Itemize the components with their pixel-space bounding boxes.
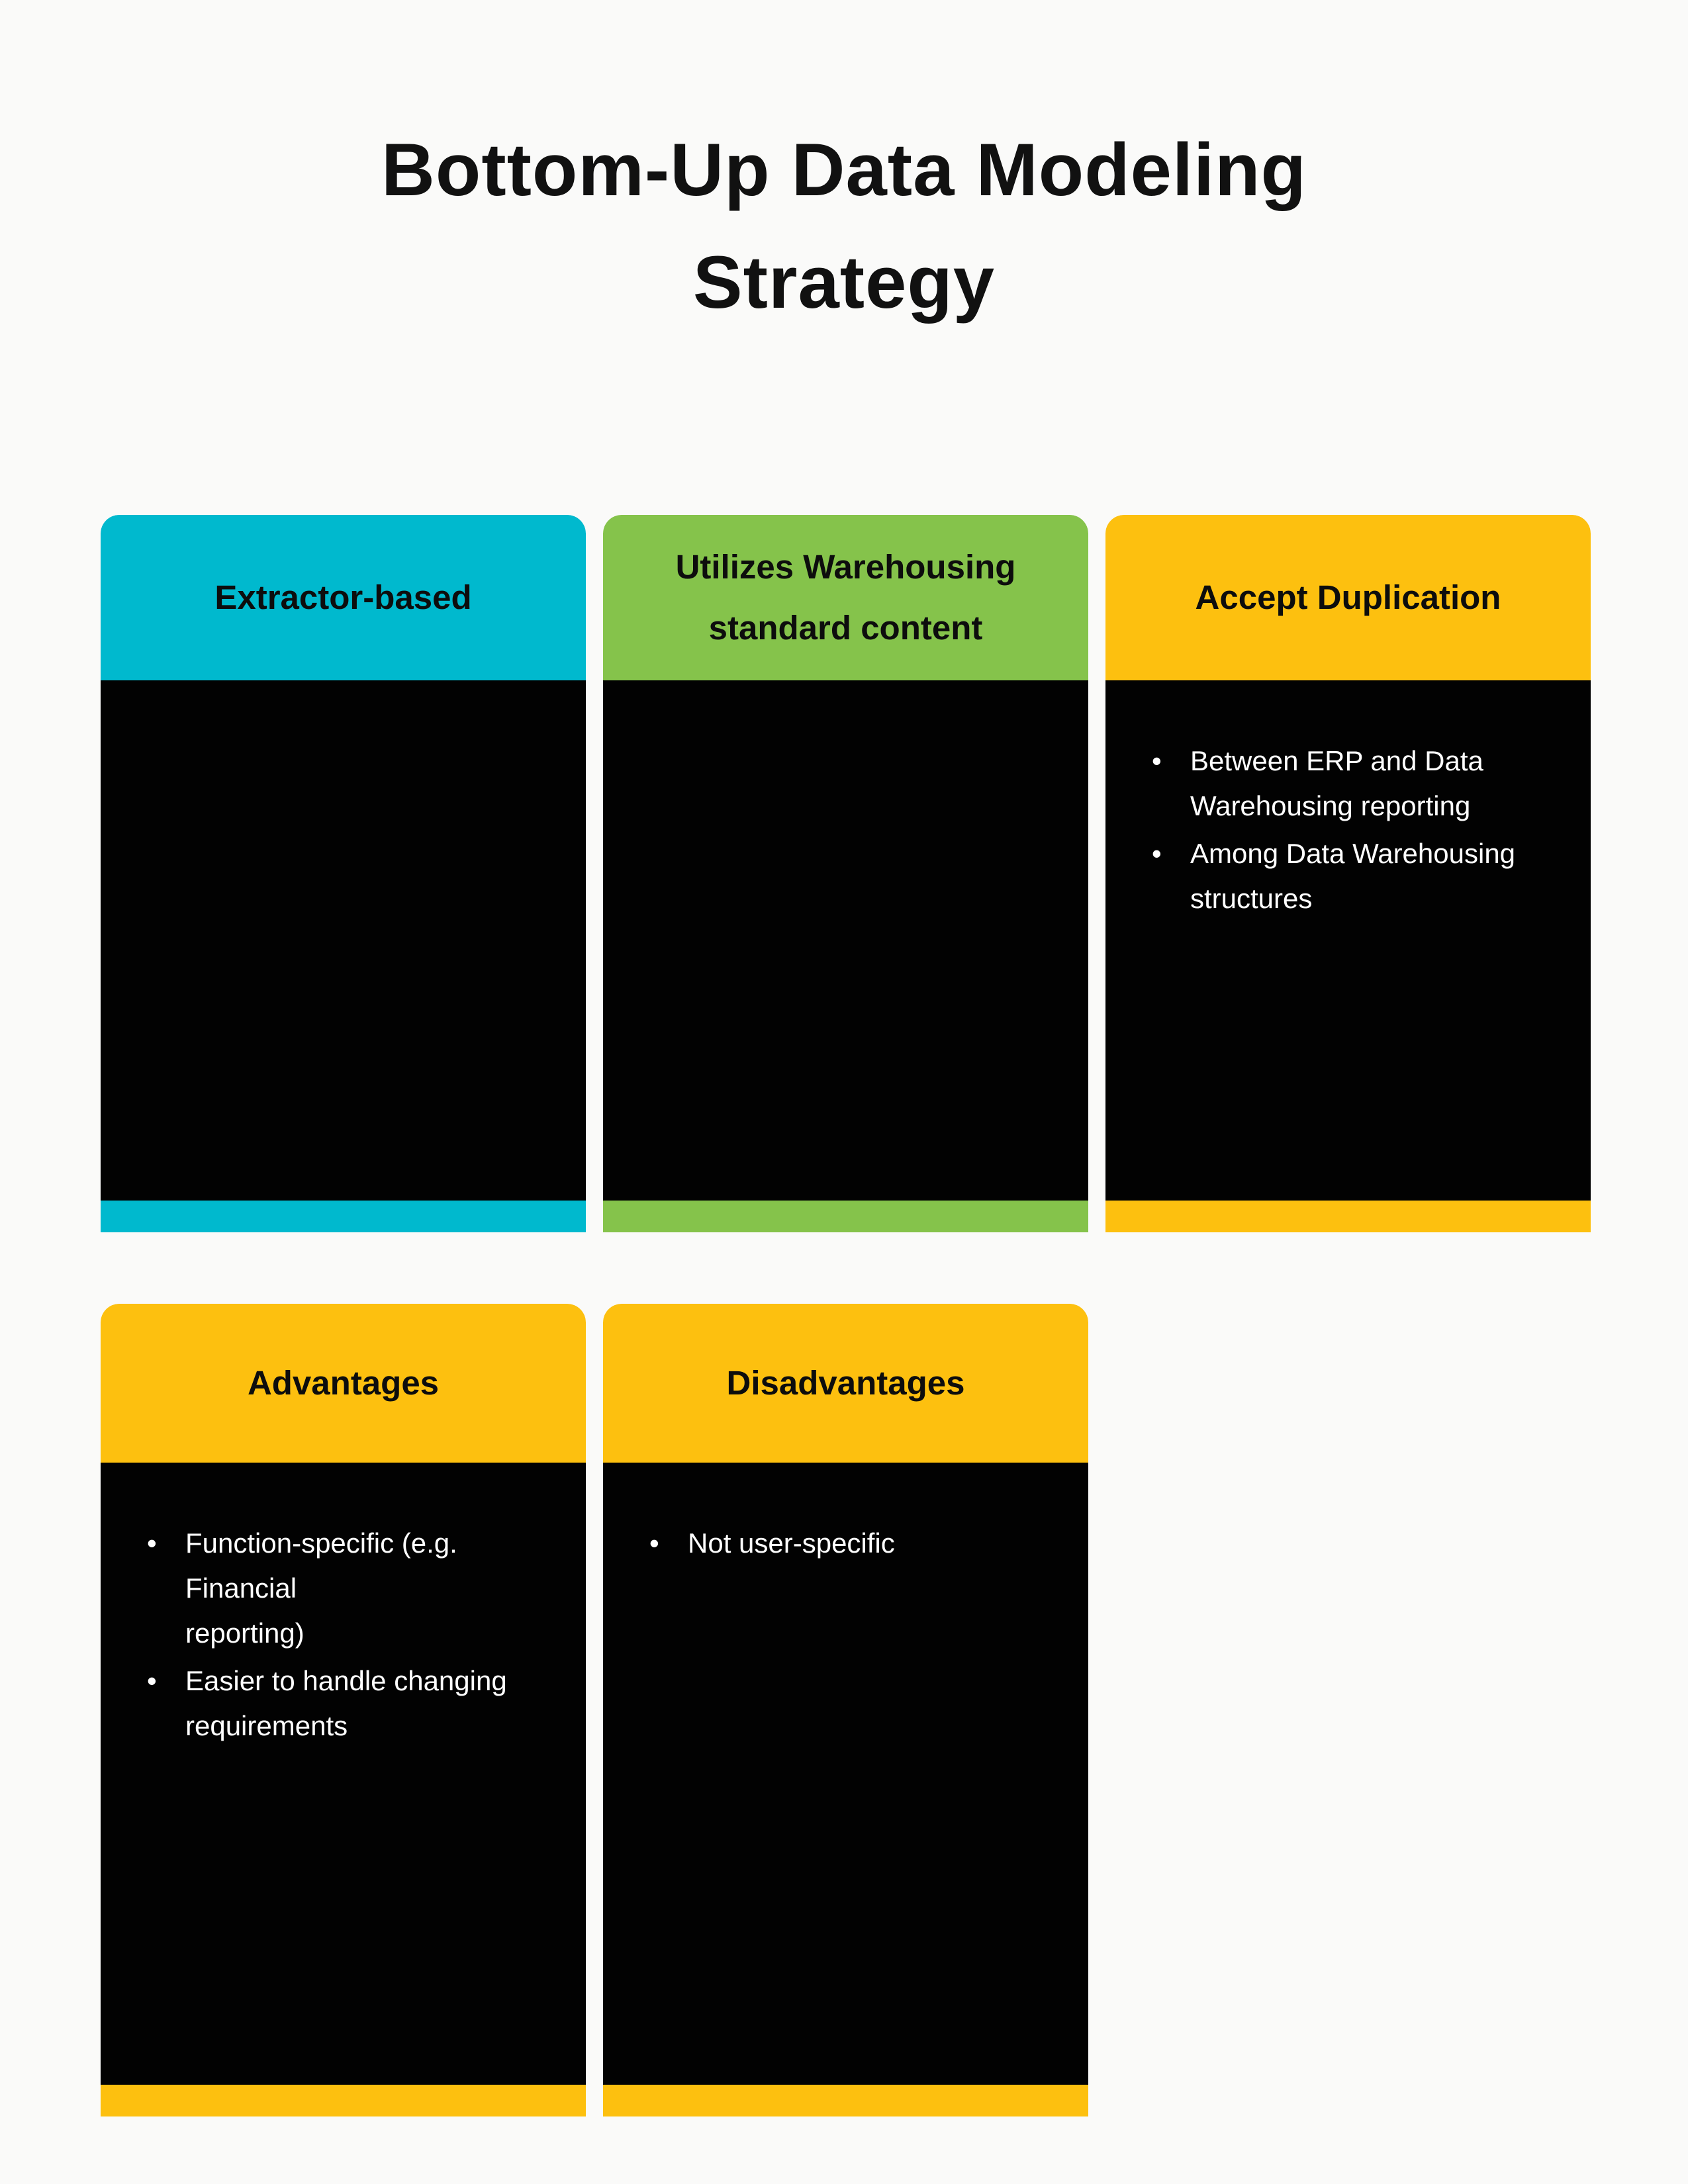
card-body <box>603 680 1088 1201</box>
card-header: Advantages <box>101 1304 586 1463</box>
card-accent-strip <box>101 1201 586 1232</box>
card-disadvantages: Disadvantages Not user-specific <box>603 1304 1088 2116</box>
card-title: Disadvantages <box>726 1364 965 1402</box>
bullet-list: Function-specific (e.g. Financial report… <box>138 1521 570 1749</box>
card-title: Advantages <box>247 1364 440 1402</box>
card-header: Accept Duplication <box>1105 515 1591 680</box>
bullet-item: Among Data Warehousing structures <box>1143 831 1575 921</box>
card-utilizes-warehousing-standard-content: Utilizes Warehousing standard content <box>603 515 1088 1232</box>
card-accent-strip <box>101 2085 586 2116</box>
card-title: Accept Duplication <box>1195 578 1501 617</box>
card-accent-strip <box>603 1201 1088 1232</box>
card-advantages: Advantages Function-specific (e.g. Finan… <box>101 1304 586 2116</box>
card-header: Disadvantages <box>603 1304 1088 1463</box>
page-title: Bottom-Up Data Modeling Strategy <box>381 128 1307 324</box>
card-body <box>101 680 586 1201</box>
card-extractor-based: Extractor-based <box>101 515 586 1232</box>
card-title: Extractor-based <box>214 578 472 617</box>
card-body: Not user-specific <box>603 1463 1088 2085</box>
card-accept-duplication: Accept Duplication Between ERP and Data … <box>1105 515 1591 1232</box>
bullet-list: Not user-specific <box>640 1521 1072 1566</box>
card-row-top: Extractor-based Utilizes Warehousing sta… <box>101 515 1591 1232</box>
bullet-item: Between ERP and Data Warehousing reporti… <box>1143 739 1575 829</box>
card-header: Utilizes Warehousing standard content <box>603 515 1088 680</box>
bullet-item: Not user-specific <box>640 1521 1072 1566</box>
card-title: Utilizes Warehousing standard content <box>675 548 1016 647</box>
card-row-bottom: Advantages Function-specific (e.g. Finan… <box>101 1304 1088 2116</box>
card-accent-strip <box>1105 1201 1591 1232</box>
bullet-item: Function-specific (e.g. Financial report… <box>138 1521 570 1656</box>
card-body: Between ERP and Data Warehousing reporti… <box>1105 680 1591 1201</box>
card-body: Function-specific (e.g. Financial report… <box>101 1463 586 2085</box>
bullet-list: Between ERP and Data Warehousing reporti… <box>1143 739 1575 921</box>
card-header: Extractor-based <box>101 515 586 680</box>
bullet-item: Easier to handle changing requirements <box>138 1659 570 1749</box>
card-accent-strip <box>603 2085 1088 2116</box>
